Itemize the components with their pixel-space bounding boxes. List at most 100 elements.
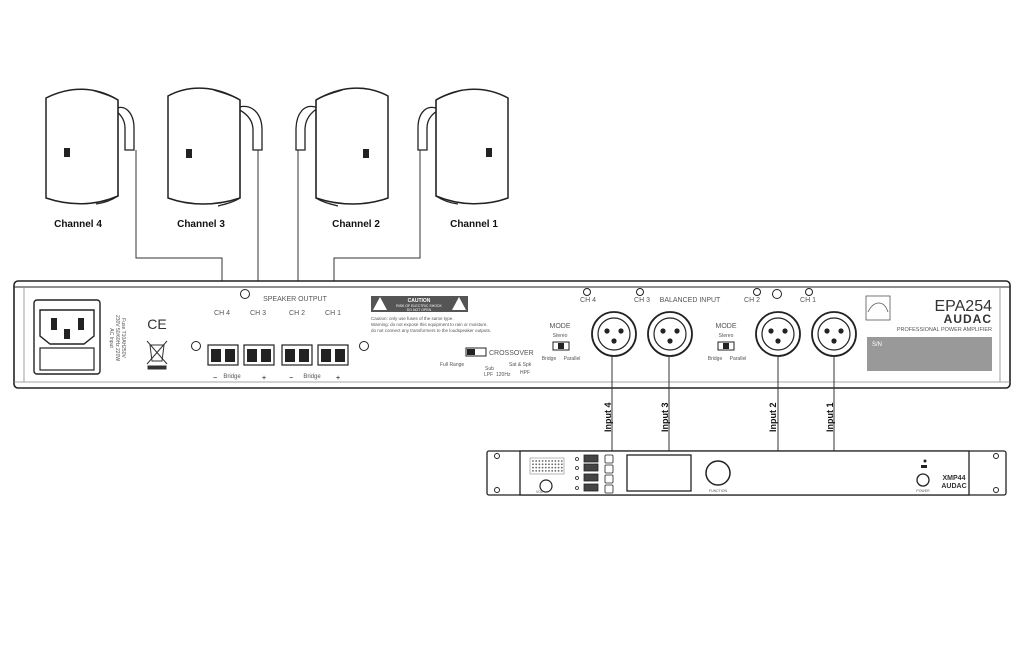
grille-dot <box>538 466 541 469</box>
grille-dot <box>554 466 557 469</box>
grille-dot <box>548 460 550 462</box>
svg-text:+: + <box>262 375 266 382</box>
speaker-channel-1: Channel 1 <box>417 88 509 230</box>
encoder-knob <box>705 460 731 486</box>
svg-text:CH 2: CH 2 <box>744 297 760 304</box>
grille-dot <box>554 463 557 466</box>
grille-dot <box>532 466 534 469</box>
svg-text:POWER: POWER <box>916 489 930 493</box>
grille-dot <box>532 463 534 466</box>
grille-dot <box>560 470 563 472</box>
certification-seal-icon <box>865 295 891 321</box>
speaker-channel-2: Channel 2 <box>295 87 389 230</box>
grille-dot <box>541 466 544 469</box>
balanced-input-label: BALANCED INPUT <box>660 297 721 304</box>
svg-text:CH 4: CH 4 <box>214 310 230 317</box>
grille-dot <box>554 470 557 472</box>
speaker-label: Channel 1 <box>450 219 498 230</box>
grille-dot <box>535 463 538 466</box>
grille-dot <box>551 460 554 462</box>
grille-dot <box>535 466 538 469</box>
speaker-logo-icon <box>64 148 70 157</box>
xlr-input-ch2 <box>755 311 801 357</box>
grille-dot <box>557 470 560 472</box>
warning-icon <box>373 297 387 310</box>
crossover-switch: CROSSOVER Full Range Sub LPF 120Hz Sat &… <box>440 347 534 378</box>
svg-text:Fuse T10AH250V: Fuse T10AH250V <box>120 318 126 358</box>
grille-dot <box>548 463 550 466</box>
svg-text:CH 2: CH 2 <box>289 310 305 317</box>
svg-text:Sub: Sub <box>485 366 494 372</box>
power-button <box>916 473 930 487</box>
input-label: Input 1 <box>825 403 835 433</box>
grille-dot <box>544 466 547 469</box>
speaker-logo-icon <box>486 148 492 157</box>
svg-text:Warning: do not expose this eq: Warning: do not expose this equipment to… <box>371 322 488 327</box>
svg-text:CH 4: CH 4 <box>580 297 596 304</box>
serial-number-plate <box>867 337 992 371</box>
xlr-input-ch3 <box>647 311 693 357</box>
svg-text:−: − <box>289 375 293 382</box>
grille-dot <box>535 460 538 462</box>
grille-dot <box>557 463 560 466</box>
preamp-xmp44: VOL FUNCTION POWER XMP44 AUDAC <box>486 450 1007 496</box>
svg-text:−: − <box>213 375 217 382</box>
grille-dot <box>554 460 557 462</box>
svg-text:HPF: HPF <box>520 370 530 376</box>
weee-bin-icon <box>146 340 168 370</box>
mode-switch-ch12: MODE Stereo Bridge Parallel <box>708 323 747 362</box>
grille-dot <box>538 460 541 462</box>
svg-text:AC Input: AC Input <box>108 328 114 348</box>
power-led <box>923 459 927 463</box>
grille-dot <box>551 466 554 469</box>
warning-icon <box>452 297 466 310</box>
svg-text:Bridge: Bridge <box>542 356 557 362</box>
ac-inlet <box>33 299 101 375</box>
svg-text:CROSSOVER: CROSSOVER <box>489 350 534 357</box>
svg-text:MODE: MODE <box>716 323 737 330</box>
preamp-model: XMP44 <box>943 475 966 482</box>
grille-dot <box>541 463 544 466</box>
svg-text:Parallel: Parallel <box>564 356 581 362</box>
amplifier-subtitle: PROFESSIONAL POWER AMPLIFIER <box>897 327 992 333</box>
grille-dot <box>544 463 547 466</box>
input-select-buttons <box>575 454 614 494</box>
amplifier-brand: AUDAC <box>944 312 992 326</box>
svg-text:Bridge: Bridge <box>303 374 321 380</box>
ce-mark: CE <box>147 316 166 332</box>
svg-text:CH 1: CH 1 <box>325 310 341 317</box>
svg-text:S/N: S/N <box>872 342 882 348</box>
svg-text:Bridge: Bridge <box>223 374 241 380</box>
input-label: Input 4 <box>603 403 613 433</box>
preamp-brand: AUDAC <box>941 483 966 490</box>
grille-dot <box>541 460 544 462</box>
speaker-label: Channel 2 <box>332 219 380 230</box>
volume-knob <box>539 479 553 493</box>
grille-dot <box>560 463 563 466</box>
grille-dot <box>541 470 544 472</box>
input-labels: Input 4 Input 3 Input 2 Input 1 <box>603 403 835 433</box>
amplifier-epa254: AC Input 230V 50/60Hz 220W Fuse T10AH250… <box>13 280 1011 389</box>
caution-label: CAUTION RISK OF ELECTRIC SHOCK DO NOT OP… <box>371 296 491 333</box>
grille-dot <box>557 460 560 462</box>
ac-input-spec: AC Input 230V 50/60Hz 220W Fuse T10AH250… <box>108 315 126 361</box>
fuse-holder <box>39 347 95 371</box>
grille-dot <box>544 460 547 462</box>
svg-text:CH 3: CH 3 <box>634 297 650 304</box>
input-label: Input 3 <box>660 403 670 433</box>
grille-dot <box>538 463 541 466</box>
grille-dot <box>560 466 563 469</box>
speaker-channel-4: Channel 4 <box>45 88 135 230</box>
amplifier-model: EPA254 <box>934 298 992 315</box>
grille-dot <box>551 470 554 472</box>
svg-text:+: + <box>336 375 340 382</box>
svg-text:Parallel: Parallel <box>730 356 747 362</box>
preamp-display <box>626 454 692 492</box>
speaker-grille <box>529 457 565 475</box>
speaker-logo-icon <box>363 149 369 158</box>
svg-text:Sat & Spk: Sat & Spk <box>509 362 532 368</box>
grille-dot <box>538 470 541 472</box>
svg-text:CAUTION: CAUTION <box>408 298 431 304</box>
